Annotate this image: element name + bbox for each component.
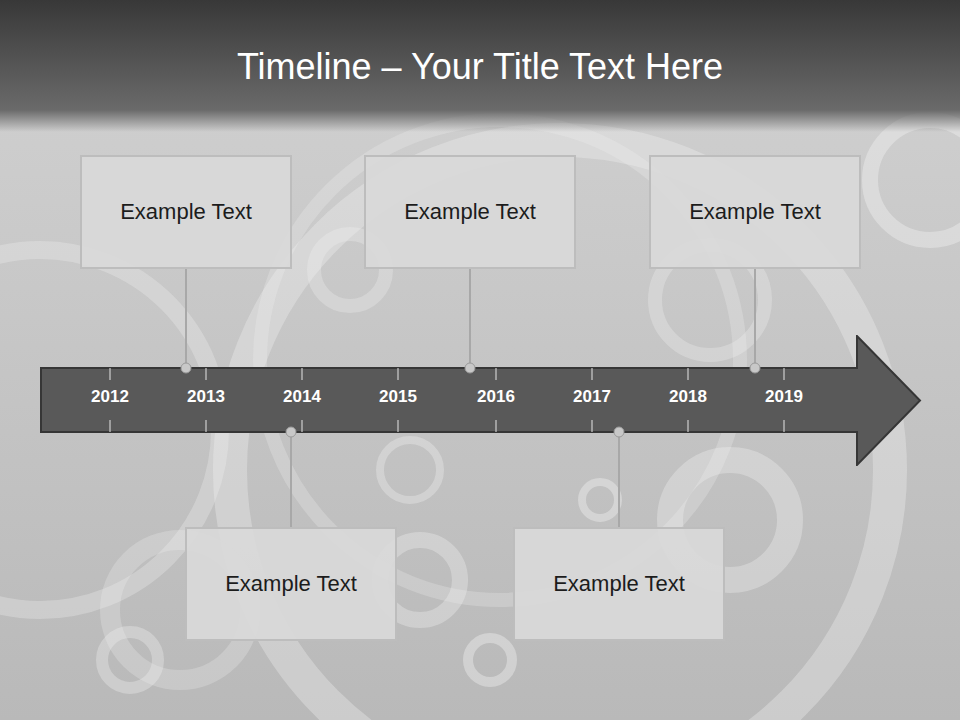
event-box: Example Text [185, 527, 397, 641]
event-text: Example Text [120, 198, 252, 226]
connector-line [290, 432, 292, 527]
year-label: 2019 [765, 387, 803, 407]
year-tick [206, 420, 207, 432]
year-tick [110, 420, 111, 432]
event-box: Example Text [649, 155, 861, 269]
ring [870, 120, 960, 240]
year-tick [592, 420, 593, 432]
year-label: 2013 [187, 387, 225, 407]
header-band [0, 0, 960, 110]
connector-dot [465, 363, 475, 373]
ring [468, 638, 512, 682]
connector-dot [286, 427, 296, 437]
year-tick [398, 368, 399, 380]
connector-dot [181, 363, 191, 373]
leader-connector [750, 269, 760, 373]
connector-dot [614, 427, 624, 437]
leader-connector [286, 427, 296, 527]
leader-connector [181, 269, 191, 373]
ring [582, 482, 618, 518]
connector-dot [750, 363, 760, 373]
event-box: Example Text [80, 155, 292, 269]
header-shadow [0, 110, 960, 132]
connector-line [469, 269, 471, 368]
year-tick [302, 420, 303, 432]
year-tick [206, 368, 207, 380]
event-text: Example Text [553, 570, 685, 598]
slide-title: Timeline – Your Title Text Here [0, 42, 960, 92]
connector-line [185, 269, 187, 368]
year-tick [110, 368, 111, 380]
ring [380, 440, 440, 500]
event-text: Example Text [225, 570, 357, 598]
rings [0, 120, 960, 720]
year-label: 2012 [91, 387, 129, 407]
year-label: 2016 [477, 387, 515, 407]
event-box: Example Text [364, 155, 576, 269]
year-tick [688, 368, 689, 380]
year-tick [784, 368, 785, 380]
year-tick [398, 420, 399, 432]
event-text: Example Text [689, 198, 821, 226]
leader-connector [465, 269, 475, 373]
leader-connector [614, 427, 624, 527]
year-tick [688, 420, 689, 432]
event-text: Example Text [404, 198, 536, 226]
event-box: Example Text [513, 527, 725, 641]
year-tick [592, 368, 593, 380]
timeline-arrow: 2012 2013 2014 2015 2016 2017 2018 2019 [40, 335, 922, 466]
arrow-body [41, 336, 920, 465]
connector-line [754, 269, 756, 368]
year-tick [496, 420, 497, 432]
year-label: 2018 [669, 387, 707, 407]
year-label: 2014 [283, 387, 321, 407]
year-tick [496, 368, 497, 380]
year-label: 2015 [379, 387, 417, 407]
year-tick [302, 368, 303, 380]
connector-line [618, 432, 620, 527]
year-tick [784, 420, 785, 432]
year-label: 2017 [573, 387, 611, 407]
